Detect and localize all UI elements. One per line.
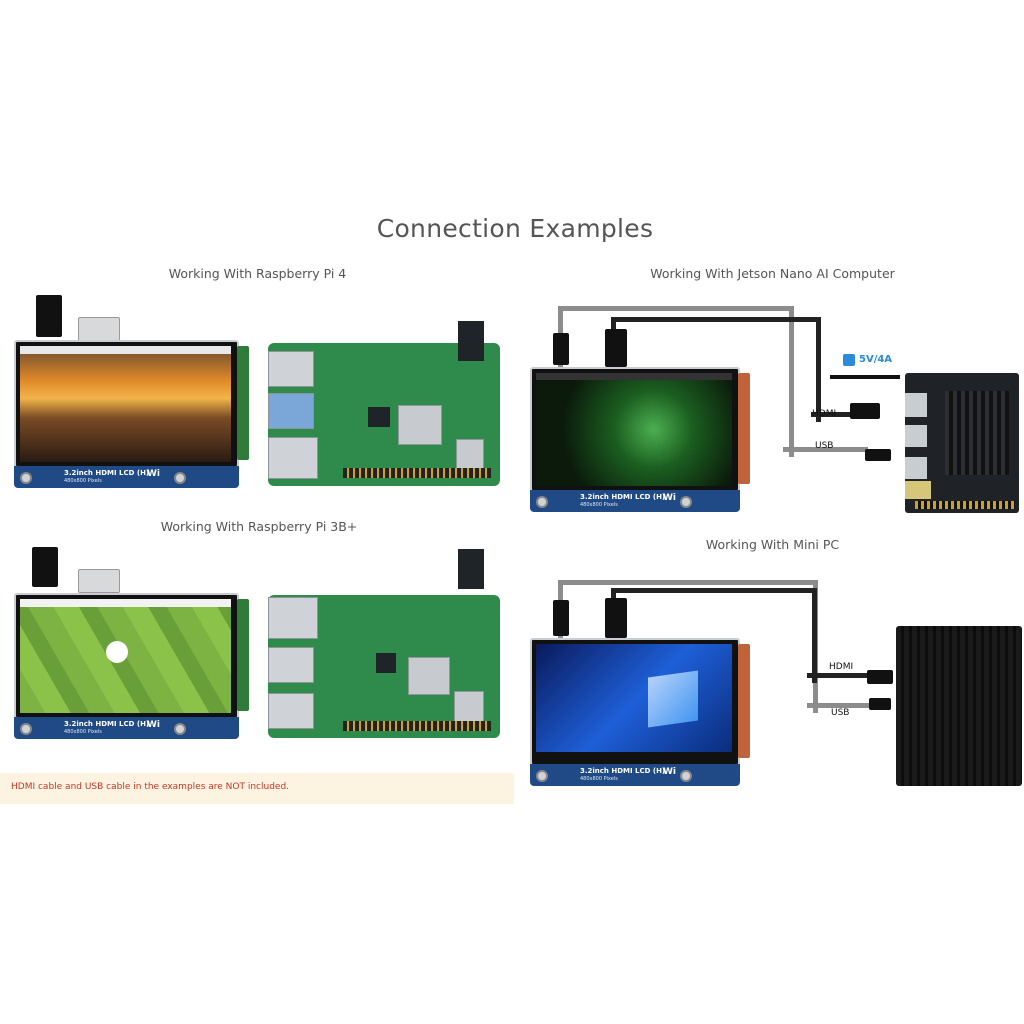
example-jetson-nano: 5V/4A HDMI USB 3.2inch HDMI LCD (H) 480x… — [525, 295, 1024, 520]
example-raspberry-pi-3b: 3.2inch HDMI LCD (H) 480x800 Pixels Wi — [14, 545, 504, 740]
hdmi-adapter-icon — [78, 317, 120, 341]
raspberry-pi-3b-board — [268, 549, 500, 738]
lcd-module: 3.2inch HDMI LCD (H) 480x800 Pixels Wi — [14, 593, 249, 739]
power-plug-icon — [458, 549, 484, 589]
lcd-module: 3.2inch HDMI LCD (H) 480x800 Pixels Wi — [530, 367, 750, 512]
hdmi-label: HDMI — [829, 662, 854, 672]
lcd-pcb: 3.2inch HDMI LCD (H) 480x800 Pixels Wi — [530, 490, 740, 512]
lcd-module: 3.2inch HDMI LCD (H) 480x800 Pixels Wi — [530, 638, 750, 786]
screen-nvidia-desktop — [536, 373, 732, 486]
lcd-pcb: 3.2inch HDMI LCD (H) 480x800 Pixels Wi — [14, 466, 239, 488]
lcd-pcb: 3.2inch HDMI LCD (H) 480x800 Pixels Wi — [14, 717, 239, 739]
usb-port-icon — [268, 693, 314, 729]
lcd-module: 3.2inch HDMI LCD (H) 480x800 Pixels Wi — [14, 340, 249, 488]
ethernet-port-icon — [268, 437, 318, 479]
screw-icon — [174, 723, 186, 735]
caption-raspberry-pi-3b: Working With Raspberry Pi 3B+ — [160, 519, 358, 534]
lcd-label: 3.2inch HDMI LCD (H) — [580, 493, 666, 501]
screen-sunset-wallpaper — [20, 346, 231, 462]
usb3-port-icon — [268, 393, 314, 429]
ethernet-port-icon — [268, 597, 318, 639]
notice-banner: HDMI cable and USB cable in the examples… — [0, 773, 514, 804]
caption-jetson-nano: Working With Jetson Nano AI Computer — [650, 266, 895, 281]
screen-windows-desktop — [536, 644, 732, 760]
power-cable — [830, 375, 900, 383]
usb-port-icon — [268, 351, 314, 387]
usb-label: USB — [831, 708, 850, 718]
hdmi-plug-icon — [605, 329, 627, 367]
lcd-label: 3.2inch HDMI LCD (H) — [64, 469, 150, 477]
notice-text: HDMI cable and USB cable in the examples… — [11, 782, 290, 792]
gpio-header-icon — [343, 468, 491, 478]
caption-mini-pc: Working With Mini PC — [705, 537, 840, 552]
power-connector-icon — [32, 547, 58, 587]
screw-icon — [174, 472, 186, 484]
power-connector-icon — [36, 295, 62, 337]
heatsink-icon — [945, 391, 1009, 475]
lcd-label: 3.2inch HDMI LCD (H) — [580, 767, 666, 775]
usb-plug-icon — [553, 600, 569, 636]
lcd-resolution: 480x800 Pixels — [580, 502, 618, 508]
power-plug-icon — [458, 321, 484, 361]
hdmi-plug-icon — [605, 598, 627, 638]
lcd-resolution: 480x800 Pixels — [64, 729, 102, 735]
brand-logo-icon: Wi — [147, 720, 161, 730]
brand-logo-icon: Wi — [663, 493, 677, 503]
screw-icon — [20, 723, 32, 735]
soc-chip-icon — [408, 657, 450, 695]
screen-raspbian-desktop — [20, 599, 231, 713]
example-raspberry-pi-4: 3.2inch HDMI LCD (H) 480x800 Pixels Wi — [14, 295, 504, 490]
page-title: Connection Examples — [376, 214, 654, 243]
power-label: 5V/4A — [859, 354, 893, 365]
screw-icon — [680, 770, 692, 782]
power-icon — [843, 354, 855, 366]
usb-port-icon — [268, 647, 314, 683]
mini-pc-case — [896, 626, 1022, 786]
jetson-nano-board — [905, 373, 1019, 513]
screw-icon — [20, 472, 32, 484]
screw-icon — [536, 496, 548, 508]
hdmi-label: HDMI — [812, 409, 837, 419]
lcd-resolution: 480x800 Pixels — [64, 478, 102, 484]
lcd-resolution: 480x800 Pixels — [580, 776, 618, 782]
example-mini-pc: HDMI USB 3.2inch HDMI LCD (H) 480x800 Pi… — [525, 570, 1024, 790]
screw-icon — [536, 770, 548, 782]
usb-label: USB — [815, 441, 834, 451]
soc-chip-icon — [398, 405, 442, 445]
usb-plug-icon — [553, 333, 569, 365]
caption-raspberry-pi-4: Working With Raspberry Pi 4 — [168, 266, 347, 281]
lcd-label: 3.2inch HDMI LCD (H) — [64, 720, 150, 728]
raspberry-pi-4-board — [268, 321, 500, 486]
brand-logo-icon: Wi — [147, 469, 161, 479]
lcd-pcb: 3.2inch HDMI LCD (H) 480x800 Pixels Wi — [530, 764, 740, 786]
screw-icon — [680, 496, 692, 508]
brand-logo-icon: Wi — [663, 767, 677, 777]
hdmi-adapter-icon — [78, 569, 120, 593]
gpio-header-icon — [343, 721, 491, 731]
